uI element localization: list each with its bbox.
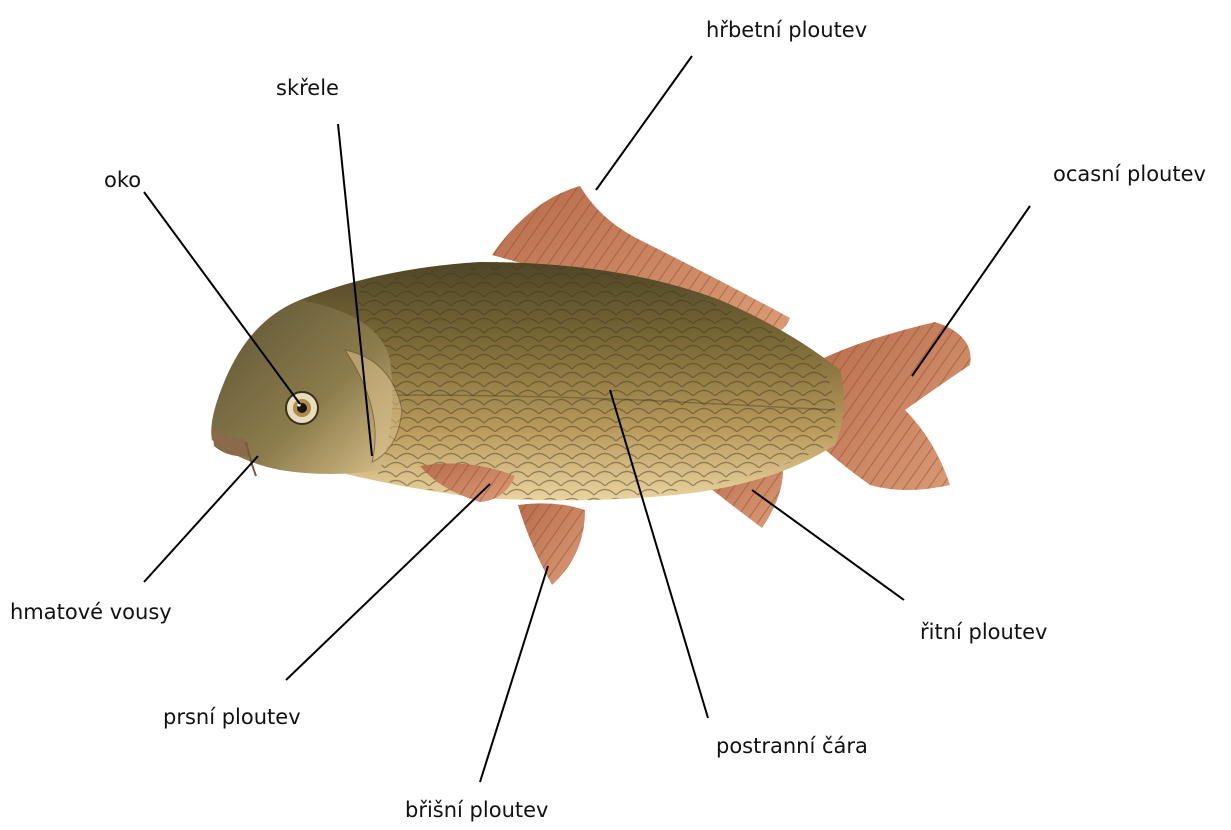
leader-tail-fin: [912, 206, 1030, 376]
label-lateral-line: postranní čára: [716, 736, 868, 757]
label-eye: oko: [104, 170, 141, 191]
label-dorsal-fin: hřbetní ploutev: [706, 20, 867, 41]
label-tail-fin: ocasní ploutev: [1053, 164, 1206, 185]
leader-pectoral-fin: [286, 484, 490, 680]
leader-barbels: [144, 456, 258, 582]
leader-pelvic-fin: [480, 566, 548, 782]
label-anal-fin: řitní ploutev: [920, 622, 1047, 643]
leader-eye: [144, 192, 300, 404]
label-pelvic-fin: břišní ploutev: [405, 800, 548, 821]
label-gill-cover: skřele: [276, 78, 339, 99]
pelvic-fin: [518, 503, 585, 585]
leader-dorsal-fin: [596, 56, 692, 190]
label-barbels: hmatové vousy: [10, 602, 172, 623]
leader-anal-fin: [752, 490, 904, 600]
label-pectoral-fin: prsní ploutev: [163, 707, 301, 728]
eye-icon: [286, 392, 318, 424]
